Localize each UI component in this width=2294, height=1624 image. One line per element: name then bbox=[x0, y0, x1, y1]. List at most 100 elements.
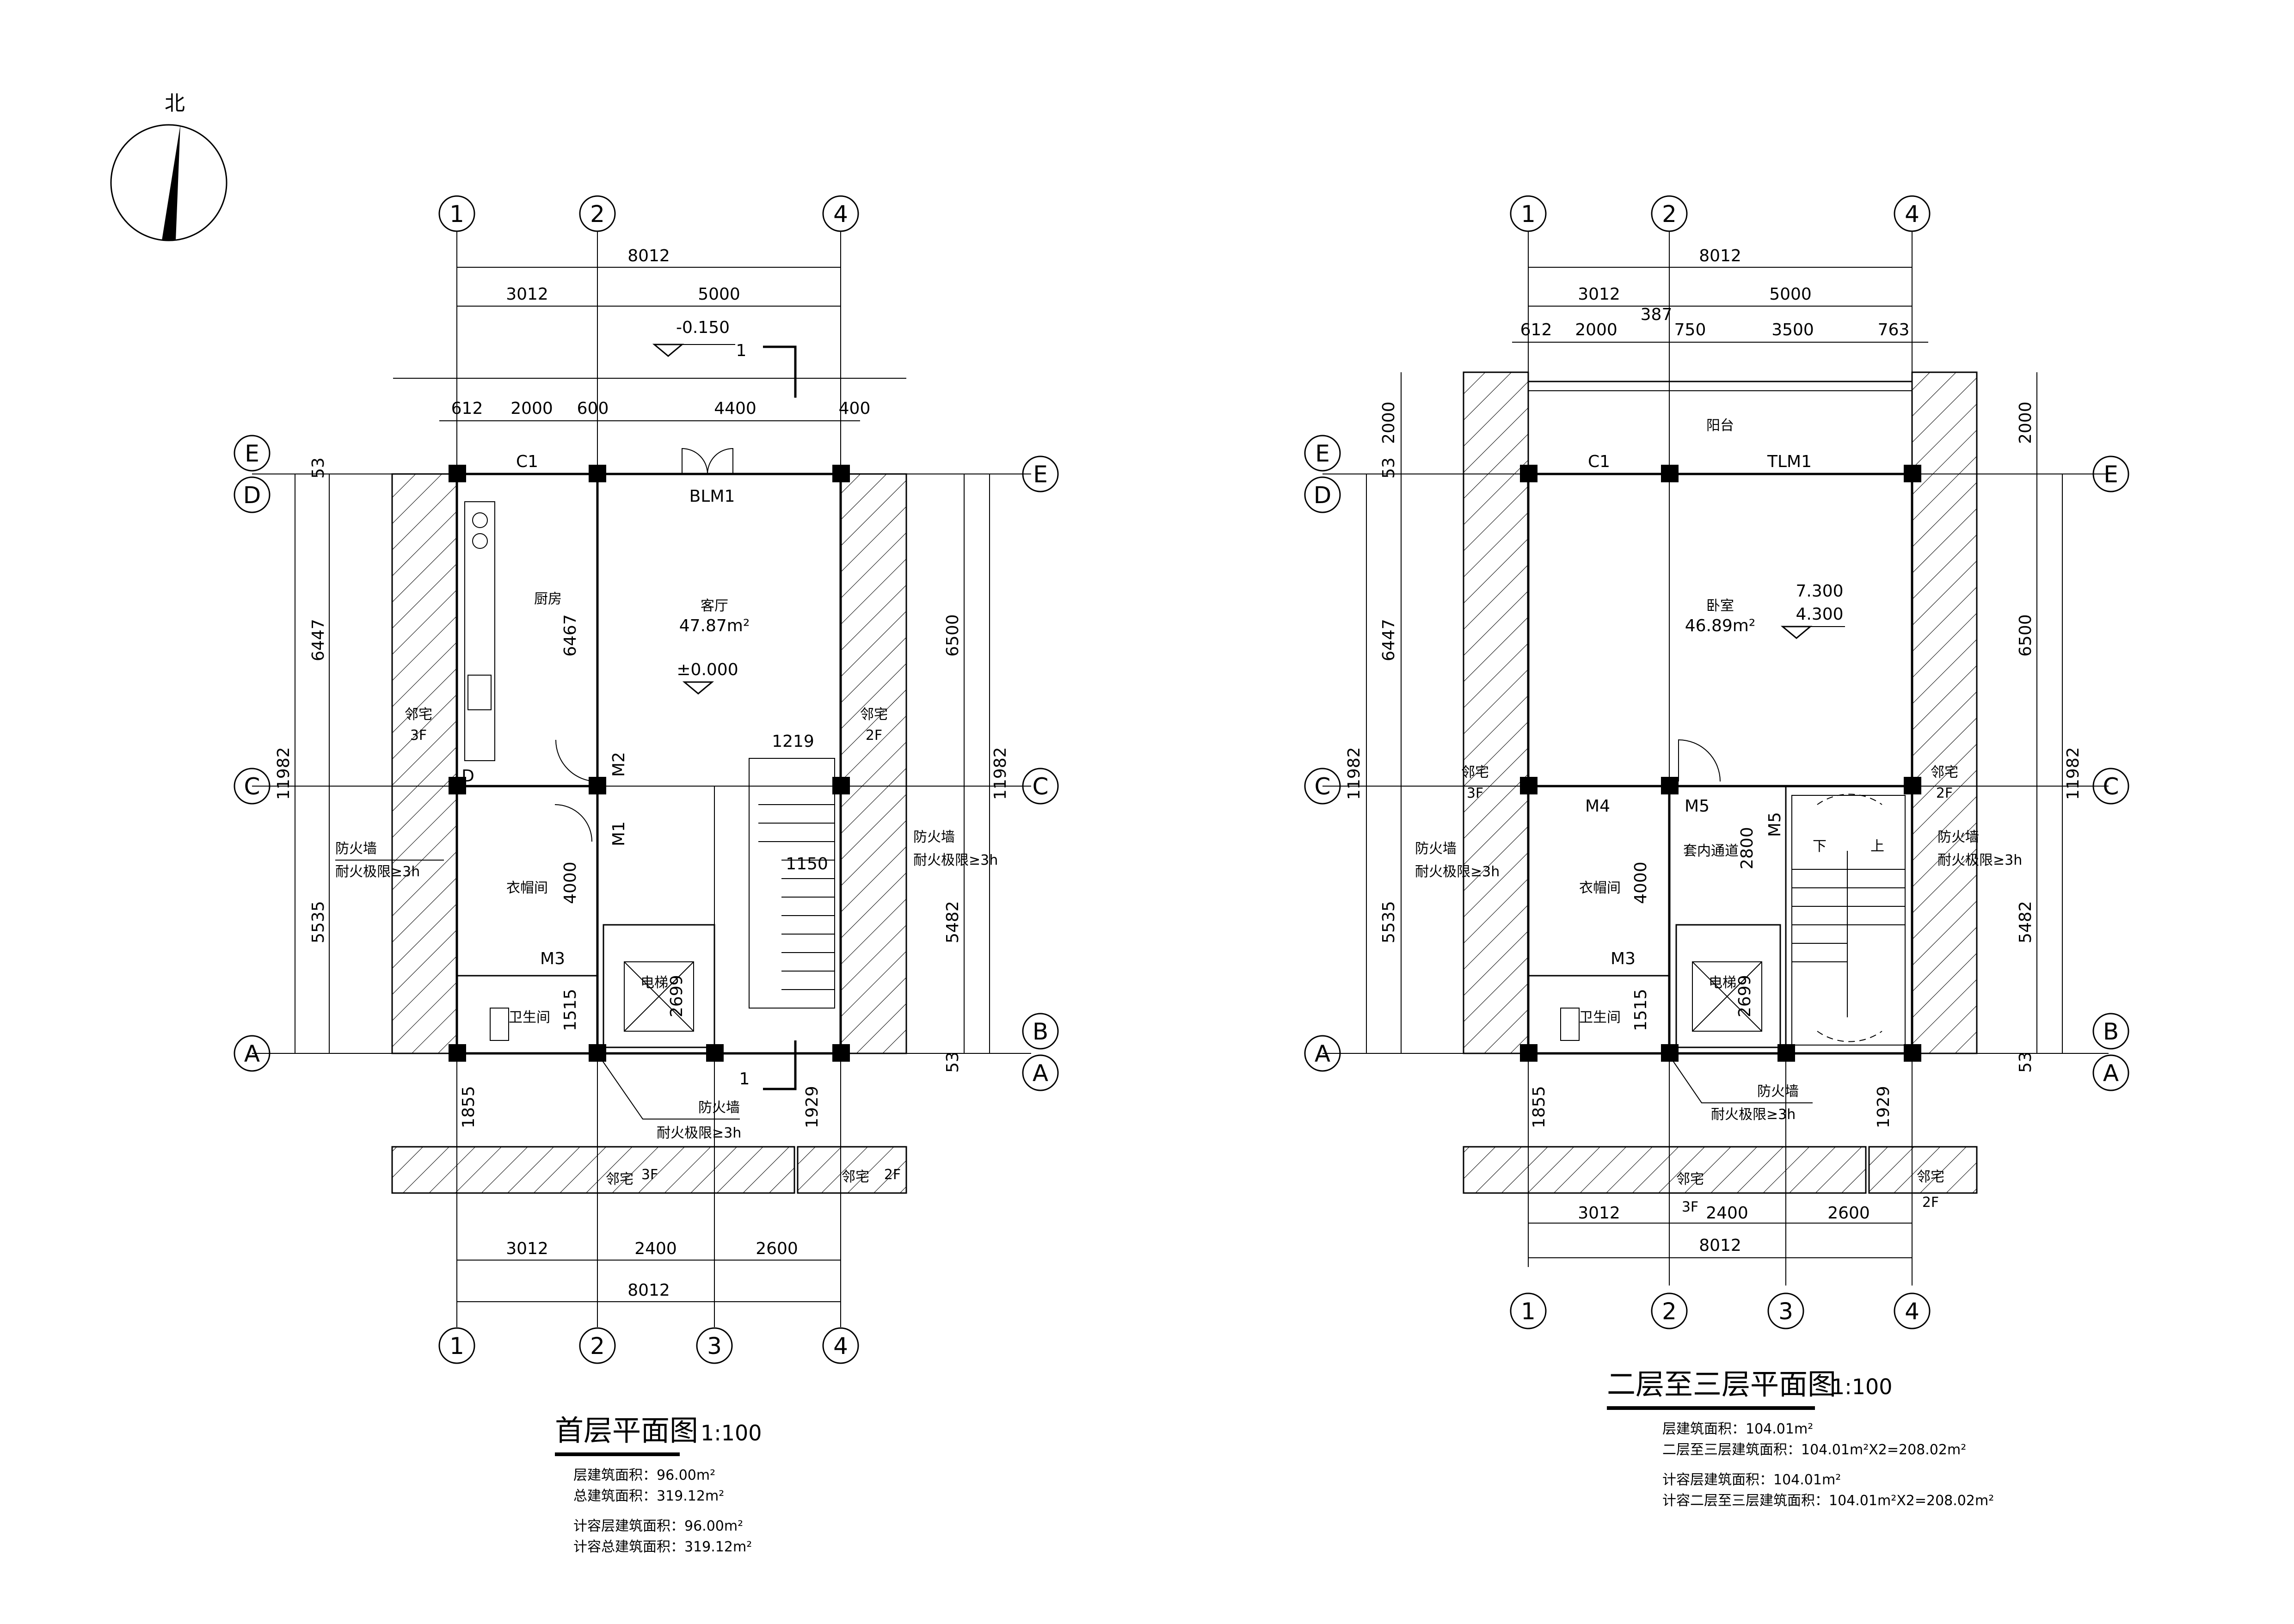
dim-right: 6500 bbox=[2016, 614, 2035, 657]
firewall-rating: 耐火极限≥3h bbox=[335, 864, 420, 880]
room-cloak: 衣帽间 bbox=[1579, 880, 1621, 896]
outer-walls bbox=[455, 473, 842, 1055]
kitchen-counter bbox=[464, 501, 495, 761]
axis-label: 2 bbox=[590, 201, 605, 228]
room-kitchen: 厨房 bbox=[534, 591, 562, 607]
axis-label: 2 bbox=[590, 1333, 605, 1359]
section-mark: 1 bbox=[739, 1070, 750, 1089]
axis-label: 2 bbox=[1662, 1298, 1677, 1325]
dim-right: 6500 bbox=[943, 614, 962, 657]
dim-part: 3012 bbox=[506, 285, 548, 304]
neighbor-wall-right bbox=[1911, 371, 1978, 1054]
section-mark: 1 bbox=[736, 341, 747, 360]
axes-bottom: 1 2 3 4 bbox=[1510, 1292, 1931, 1329]
dim-bottom: 2400 bbox=[1706, 1204, 1748, 1223]
dim-left: 6447 bbox=[309, 619, 328, 661]
dim-detail: 750 bbox=[1674, 320, 1706, 339]
axis-label: B bbox=[1033, 1018, 1048, 1045]
neighbor-label: 邻宅 bbox=[842, 1169, 869, 1185]
dim-left: 5535 bbox=[1379, 901, 1398, 943]
dim-bottom-vertical: 1855 bbox=[1530, 1086, 1549, 1128]
axis-label: B bbox=[2103, 1018, 2119, 1045]
firewall-rating: 耐火极限≥3h bbox=[1415, 864, 1500, 880]
stair-up-label: 上 bbox=[1870, 838, 1884, 855]
firewall-label: 防火墙 bbox=[335, 841, 377, 857]
dim-detail: 387 bbox=[1641, 305, 1673, 324]
dim-bottom-vertical: 1929 bbox=[803, 1086, 822, 1128]
axis-label: E bbox=[1315, 440, 1330, 467]
room-bedroom-area: 46.89m² bbox=[1685, 616, 1756, 635]
axes-left: E D C A bbox=[1304, 435, 1341, 1072]
neighbor-label: 邻宅 bbox=[606, 1171, 633, 1187]
neighbor-floor: 3F bbox=[1682, 1199, 1698, 1215]
elevator-shaft bbox=[603, 924, 715, 1048]
plan1-scale: 1:100 bbox=[701, 1421, 762, 1446]
dim-inner: 4000 bbox=[1631, 861, 1650, 904]
dim-left: 2000 bbox=[1379, 401, 1398, 444]
axis-label: D bbox=[1314, 482, 1332, 509]
axis-label: 4 bbox=[833, 201, 848, 228]
neighbor-label: 邻宅 bbox=[1461, 764, 1489, 781]
axes-right: E C B A bbox=[2092, 455, 2129, 1091]
dim-total: 8012 bbox=[627, 246, 670, 265]
plan2-scale: 1:100 bbox=[1831, 1374, 1893, 1399]
dim-inner: 2800 bbox=[1738, 827, 1757, 869]
dim-inner: 6467 bbox=[561, 614, 580, 657]
dim-bottom-total: 8012 bbox=[1699, 1236, 1741, 1255]
dim-left: 53 bbox=[1379, 457, 1398, 479]
stat-line: 层建筑面积：104.01m² bbox=[1662, 1421, 1813, 1437]
axes-top: 1 2 4 bbox=[1510, 195, 1931, 232]
dim-bottom-vertical: 1855 bbox=[459, 1086, 478, 1128]
dim-right: 11982 bbox=[2064, 747, 2083, 800]
room-elevator: 电梯 bbox=[1709, 975, 1736, 991]
dim-inner: 4000 bbox=[561, 861, 580, 904]
door-m5: M5 bbox=[1685, 797, 1710, 816]
door-m3: M3 bbox=[540, 949, 565, 968]
stair-down-label: 下 bbox=[1813, 838, 1827, 855]
neighbor-floor: 2F bbox=[1936, 785, 1953, 801]
axis-label: A bbox=[2103, 1060, 2119, 1087]
dim-detail: 3500 bbox=[1771, 320, 1814, 339]
columns bbox=[449, 465, 850, 1062]
firewall-label: 防火墙 bbox=[1757, 1083, 1799, 1100]
neighbor-wall-bottom-right bbox=[1868, 1146, 1978, 1194]
dim-right: 11982 bbox=[991, 747, 1010, 800]
plan2-title: 二层至三层平面图 bbox=[1607, 1367, 1836, 1401]
columns bbox=[1520, 465, 1921, 1062]
room-wc: 卫生间 bbox=[1579, 1009, 1621, 1026]
north-arrow: 北 bbox=[110, 92, 228, 241]
axis-label: 1 bbox=[449, 1333, 464, 1359]
dim-left: 11982 bbox=[274, 747, 293, 800]
neighbor-wall-bottom-right bbox=[797, 1146, 907, 1194]
axis-label: 2 bbox=[1662, 201, 1677, 228]
elevator-shaft bbox=[1675, 924, 1781, 1048]
axis-label: 4 bbox=[1905, 201, 1919, 228]
neighbor-wall-left bbox=[391, 473, 458, 1054]
elevation-a: 7.300 bbox=[1796, 582, 1843, 601]
axis-label: 4 bbox=[833, 1333, 848, 1359]
kitchen-sink bbox=[467, 675, 492, 710]
room-passage: 套内通道 bbox=[1683, 843, 1739, 859]
dim-detail: 763 bbox=[1878, 320, 1910, 339]
dim-bottom: 3012 bbox=[1578, 1204, 1620, 1223]
room-wc: 卫生间 bbox=[509, 1009, 550, 1026]
stat-line: 计容二层至三层建筑面积：104.01m²X2=208.02m² bbox=[1662, 1493, 1994, 1509]
dim-bottom: 2600 bbox=[1827, 1204, 1870, 1223]
dim-part: 5000 bbox=[698, 285, 740, 304]
dim-bottom: 3012 bbox=[506, 1239, 548, 1258]
door-m4: M4 bbox=[1585, 797, 1610, 816]
dim-right: 53 bbox=[943, 1052, 962, 1073]
axis-label: 1 bbox=[1521, 1298, 1536, 1325]
door-m2: M2 bbox=[609, 752, 628, 777]
door-m3: M3 bbox=[1611, 949, 1636, 968]
axes-right: E C B A bbox=[1022, 455, 1059, 1091]
dim-detail: 600 bbox=[577, 399, 609, 418]
door-swing bbox=[554, 804, 592, 842]
room-bedroom: 卧室 bbox=[1706, 598, 1734, 614]
axis-label: C bbox=[1033, 773, 1049, 800]
dim-left: 6447 bbox=[1379, 619, 1398, 661]
axis-label: D bbox=[243, 482, 261, 509]
neighbor-floor: 3F bbox=[1467, 785, 1483, 801]
stat-line: 总建筑面积：319.12m² bbox=[573, 1488, 724, 1504]
